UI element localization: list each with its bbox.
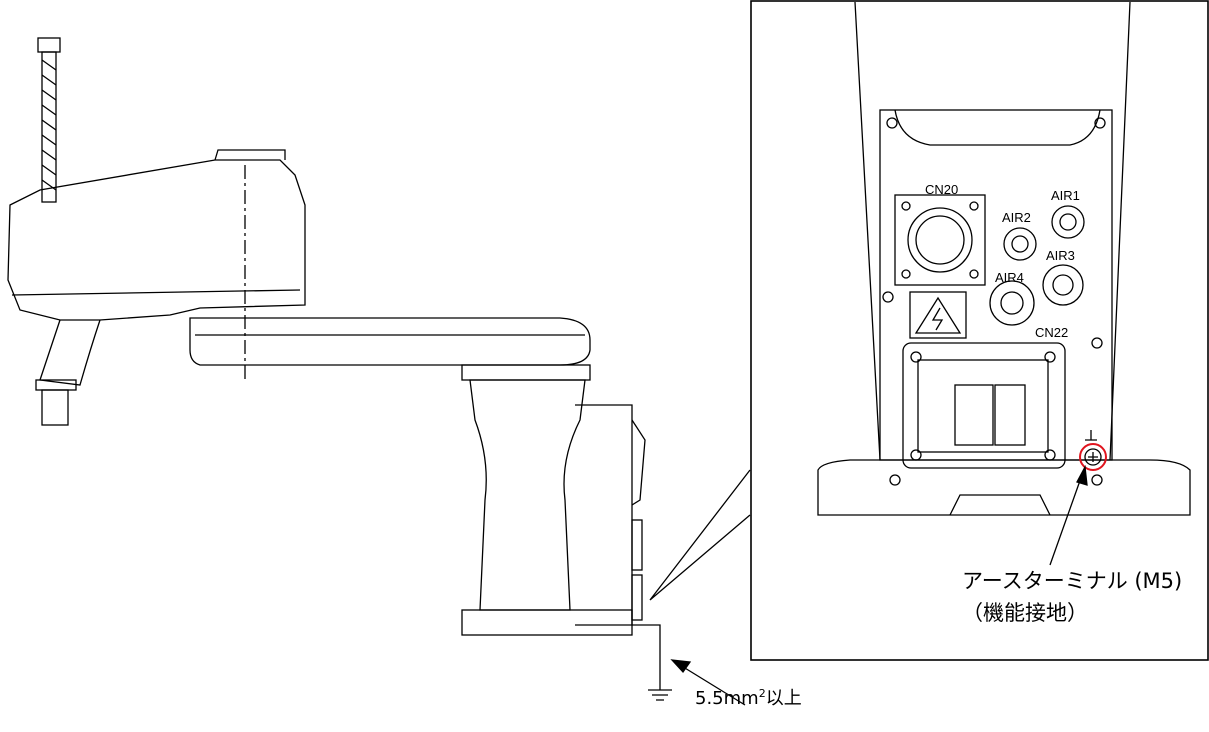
wire-size: 5.5mm [695, 688, 759, 709]
label-air4: AIR4 [995, 270, 1024, 285]
earth-terminal-highlight [1079, 443, 1107, 471]
ground-wire-leader [679, 664, 746, 706]
functional-ground-label: （機能接地） [962, 601, 1088, 625]
inset-drawing [817, 1, 1191, 516]
label-air1: AIR1 [1051, 188, 1080, 203]
robot-drawing [7, 37, 751, 701]
ground-wire-arrowhead [670, 659, 692, 674]
detail-inset-frame [750, 0, 1209, 661]
label-air2: AIR2 [1002, 210, 1031, 225]
earth-terminal-label: アースターミナル (M5) [962, 569, 1183, 593]
earth-terminal-arrowhead [1076, 464, 1088, 486]
wire-size-suffix: 以上 [765, 688, 802, 709]
label-air3: AIR3 [1046, 248, 1075, 263]
ground-wire-label: 5.5mm2以上 [695, 684, 802, 710]
label-cn22: CN22 [1035, 325, 1069, 340]
label-cn20: CN20 [925, 182, 959, 197]
wire-size-exponent: 2 [758, 687, 766, 700]
earth-terminal-leader [1049, 474, 1083, 566]
